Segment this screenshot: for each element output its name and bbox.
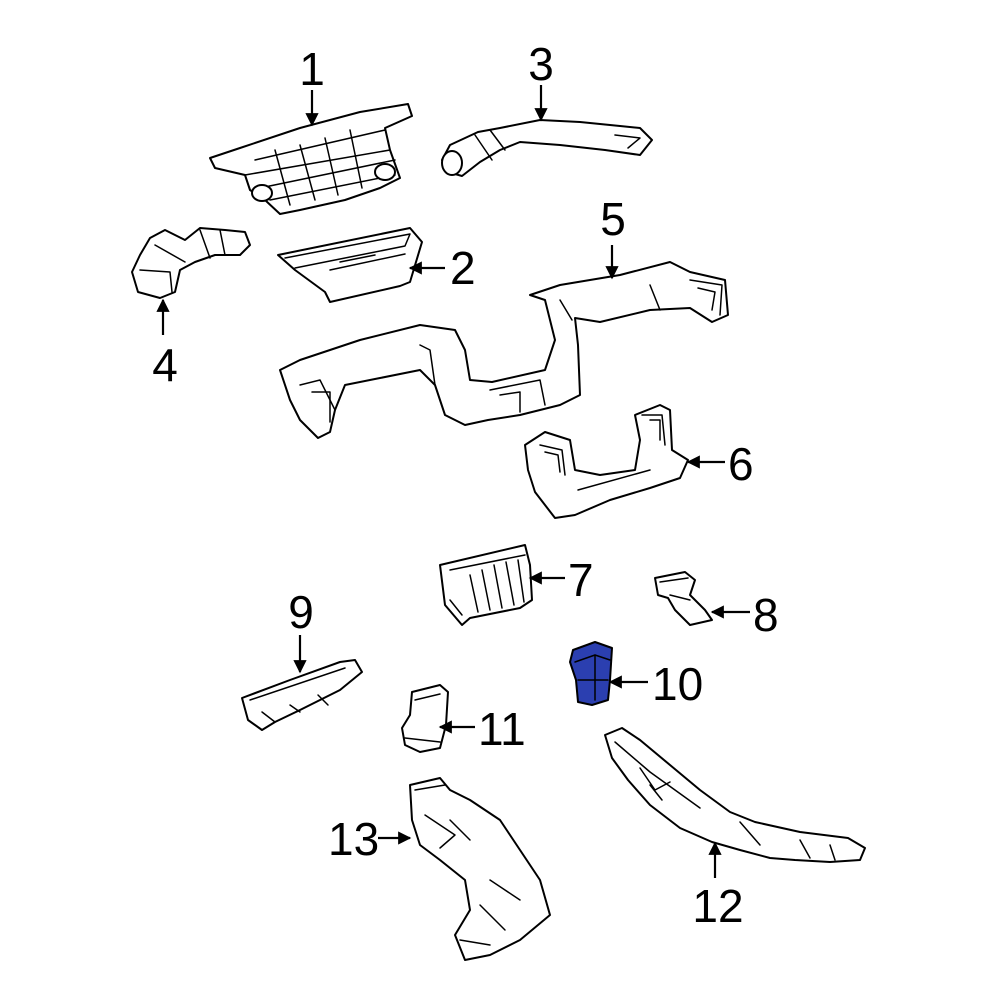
callout-label-1: 1 [299,43,325,95]
part-13-left-floor-duct[interactable] [409,777,551,961]
part-10-adapter-duct[interactable] [569,641,613,706]
callout-label-13: 13 [328,813,379,865]
callout-label-7: 7 [568,554,594,606]
callout-label-3: 3 [528,38,554,90]
callout-label-9: 9 [288,586,314,638]
part-6-rear-duct[interactable] [524,404,689,519]
callout-leaders [156,85,750,878]
callout-label-4: 4 [152,339,178,391]
callout-label-12: 12 [692,880,743,932]
callout-label-2: 2 [450,242,476,294]
part-8-duct-elbow[interactable] [654,571,713,626]
callout-labels: 1 2 3 4 5 6 7 8 9 10 11 12 13 [152,38,778,932]
part-2-center-vent[interactable] [277,227,423,303]
part-1-defroster-grille[interactable] [209,103,413,215]
callout-label-6: 6 [728,438,754,490]
callout-label-10: 10 [652,658,703,710]
part-3-side-duct-hose[interactable] [441,119,653,177]
part-9-floor-duct[interactable] [241,659,363,731]
callout-label-11: 11 [478,703,526,755]
callout-label-8: 8 [753,589,779,641]
part-5-main-duct[interactable] [279,261,729,439]
callout-label-5: 5 [600,193,626,245]
part-4-left-duct-hose[interactable] [131,227,251,299]
part-12-right-floor-duct[interactable] [604,727,866,863]
part-7-register[interactable] [439,544,533,626]
part-11-connector-duct[interactable] [401,684,449,753]
